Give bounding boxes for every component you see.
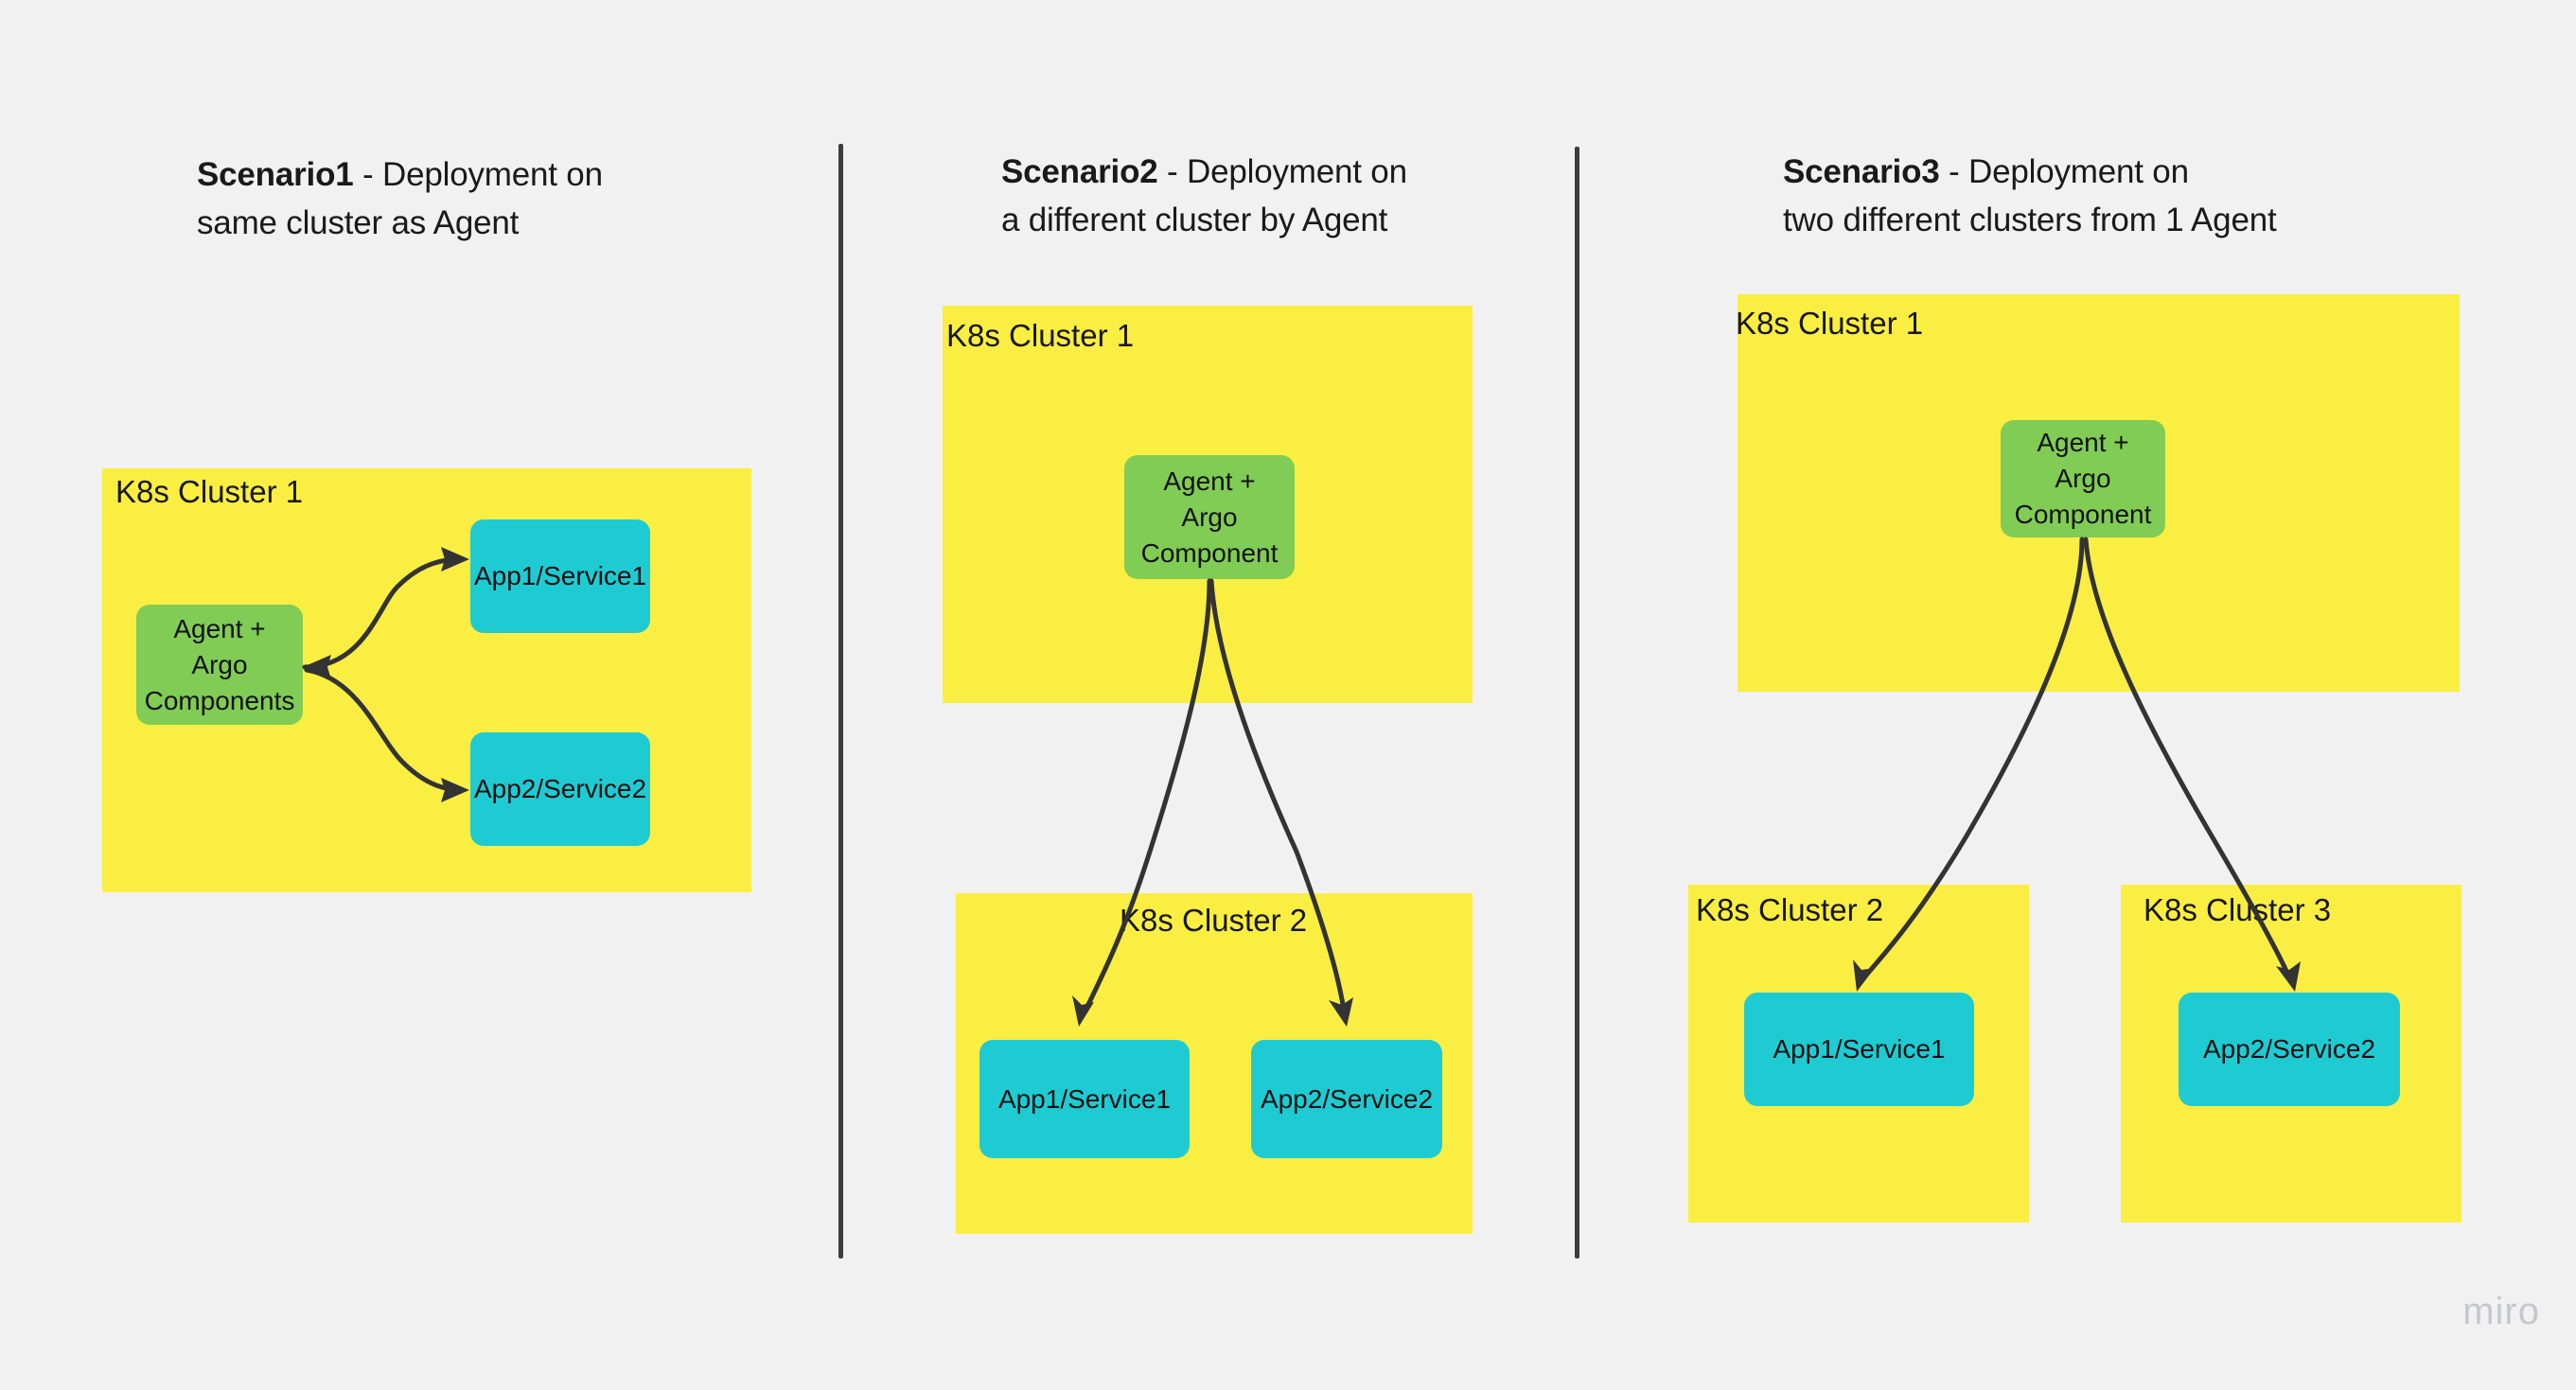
scenario-2-heading: Scenario2 - Deployment on a different cl… — [1001, 148, 1588, 244]
s1-app1-node[interactable]: App1/Service1 — [470, 519, 650, 633]
s3-cluster-1-label: K8s Cluster 1 — [1736, 306, 1924, 341]
scenario-1-heading: Scenario1 - Deployment on same cluster a… — [197, 150, 784, 247]
scenario-3-heading-lead: Scenario3 — [1783, 153, 1940, 190]
s2-agent-node[interactable]: Agent + Argo Component — [1124, 455, 1295, 579]
s1-cluster-1-label: K8s Cluster 1 — [115, 474, 304, 509]
s3-agent-node[interactable]: Agent + Argo Component — [2001, 420, 2165, 537]
scenario-3-heading: Scenario3 - Deployment on two different … — [1783, 148, 2445, 244]
scenario-1-heading-lead: Scenario1 — [197, 156, 354, 193]
scenario-2-heading-rest: - Deployment on a different cluster by A… — [1001, 153, 1407, 238]
s2-cluster-1-label: K8s Cluster 1 — [946, 318, 1135, 353]
s3-app2-node[interactable]: App2/Service2 — [2179, 993, 2400, 1106]
scenario-2-heading-lead: Scenario2 — [1001, 153, 1158, 190]
scenario-3-heading-rest: - Deployment on two different clusters f… — [1783, 153, 2277, 238]
miro-watermark: miro — [2462, 1291, 2540, 1332]
panel-divider-1 — [838, 144, 843, 1258]
s1-app2-node[interactable]: App2/Service2 — [470, 732, 650, 846]
s3-cluster-3-label: K8s Cluster 3 — [2144, 892, 2332, 927]
s2-app2-node[interactable]: App2/Service2 — [1251, 1040, 1442, 1158]
s3-cluster-2-label: K8s Cluster 2 — [1696, 892, 1884, 927]
s1-agent-node[interactable]: Agent + Argo Components — [136, 605, 303, 725]
s2-cluster-2-label: K8s Cluster 2 — [1120, 903, 1308, 938]
s2-app1-node[interactable]: App1/Service1 — [979, 1040, 1190, 1158]
scenario-1-heading-rest: - Deployment on same cluster as Agent — [197, 156, 603, 241]
panel-divider-2 — [1575, 147, 1579, 1258]
s3-app1-node[interactable]: App1/Service1 — [1744, 993, 1974, 1106]
